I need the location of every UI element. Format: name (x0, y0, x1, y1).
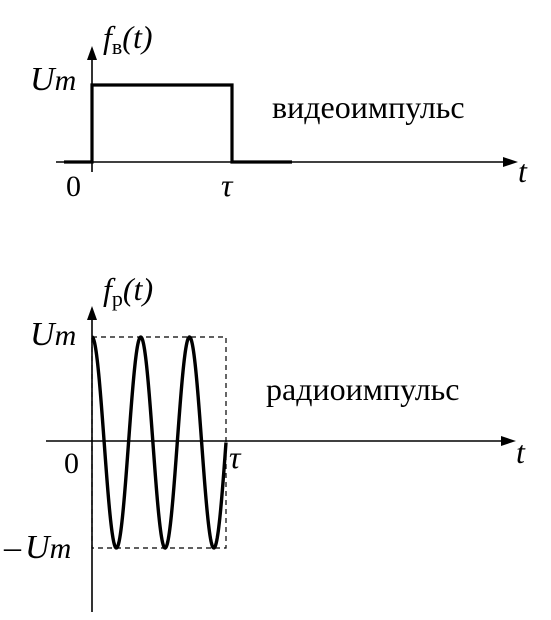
radio-amplitude-label: Um (30, 316, 76, 353)
video-zero-label: 0 (66, 170, 81, 203)
video-pulse-plot: fв(t) Um 0 τ t видеоимпульс (30, 19, 528, 203)
radio-t-arrow (501, 436, 516, 446)
radio-pulse-waveform (90, 335, 228, 550)
radio-caption: радиоимпульс (266, 371, 459, 407)
radio-zero-label: 0 (64, 447, 79, 480)
radio-envelope-box (91, 336, 227, 549)
video-tau-label: τ (221, 167, 234, 203)
video-caption: видеоимпульс (272, 89, 465, 125)
radio-function-label: fр(t) (103, 271, 153, 311)
video-amplitude-label: Um (30, 61, 76, 98)
video-t-arrow (503, 157, 518, 167)
video-y-arrow (87, 46, 97, 60)
video-function-label: fв(t) (103, 19, 152, 59)
radio-t-label: t (516, 434, 526, 470)
radio-tau-label: τ (229, 439, 242, 475)
radio-pulse-plot: fр(t) Um –Um 0 τ t радиоимпульс (3, 271, 526, 612)
radio-neg-amplitude-label: –Um (3, 529, 71, 566)
video-pulse-waveform (64, 83, 292, 164)
video-t-label: t (518, 153, 528, 189)
radio-y-arrow (87, 306, 97, 320)
